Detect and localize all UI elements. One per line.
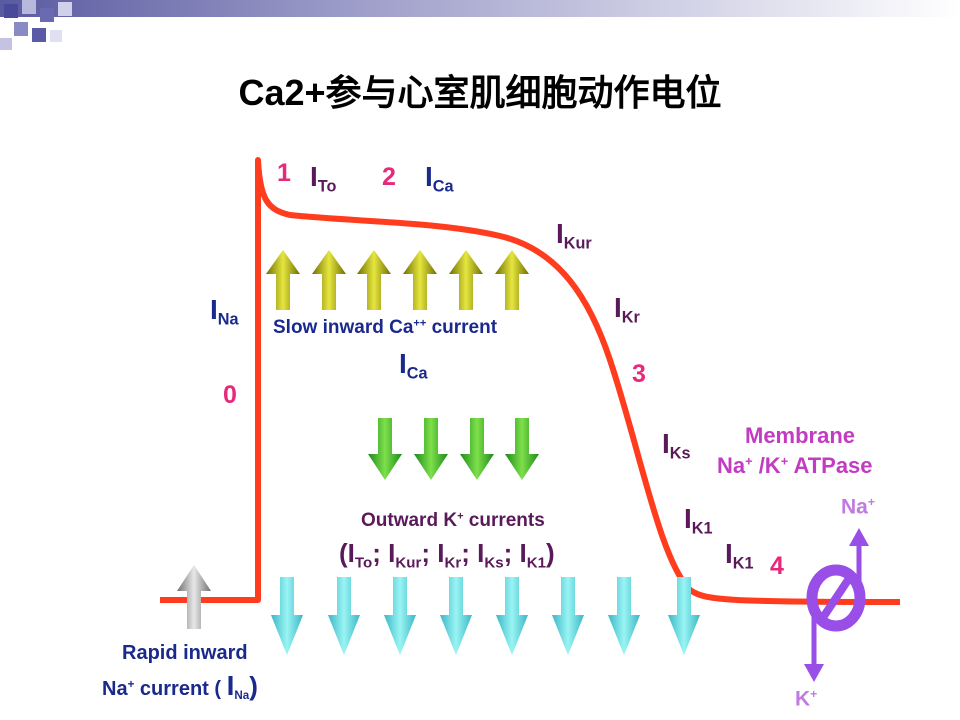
phase-4-label: 4 [770,552,784,580]
outward-k-label: Outward K+ currents [361,510,545,531]
outward-k-list: (ITo; IKur; IKr; IKs; IK1) [339,538,555,572]
phase-0-label: 0 [223,381,237,409]
ik1-upper-label: IK1 [684,503,713,538]
na-k-pump-icon [804,528,869,682]
phase-1-label: 1 [277,159,291,187]
phase-3-label: 3 [632,360,646,388]
pump-k-label: K+ [795,687,818,711]
ica-top-label: ICa [425,161,454,196]
iks-label: IKs [662,428,691,463]
calcium-inward-arrows [266,250,529,310]
pump-na-label: Na+ [841,495,875,519]
ikr-label: IKr [614,292,640,327]
action-potential-trace [160,157,901,605]
phase-2-label: 2 [382,163,396,191]
potassium-outward-arrows [368,418,539,480]
ikur-label: IKur [556,218,592,253]
na-k-atpase-label: Na+ /K+ ATPase [717,453,873,478]
ina-left-label: INa [210,294,239,329]
page-title: Ca2+参与心室肌细胞动作电位 [238,72,722,113]
rapid-inward-label: Rapid inward [122,642,248,664]
ik1-lower-label: IK1 [725,538,754,573]
cyan-outward-arrows [271,577,700,655]
sodium-inward-arrow [177,565,211,629]
membrane-label: Membrane [745,423,856,448]
header-gradient-bar [0,0,960,17]
ito-label: ITo [310,161,337,196]
ica-mid-label: ICa [399,348,428,383]
rapid-inward-na-label: Na+ current ( INa) [102,670,258,703]
slow-inward-ca-label: Slow inward Ca++ current [273,317,498,338]
